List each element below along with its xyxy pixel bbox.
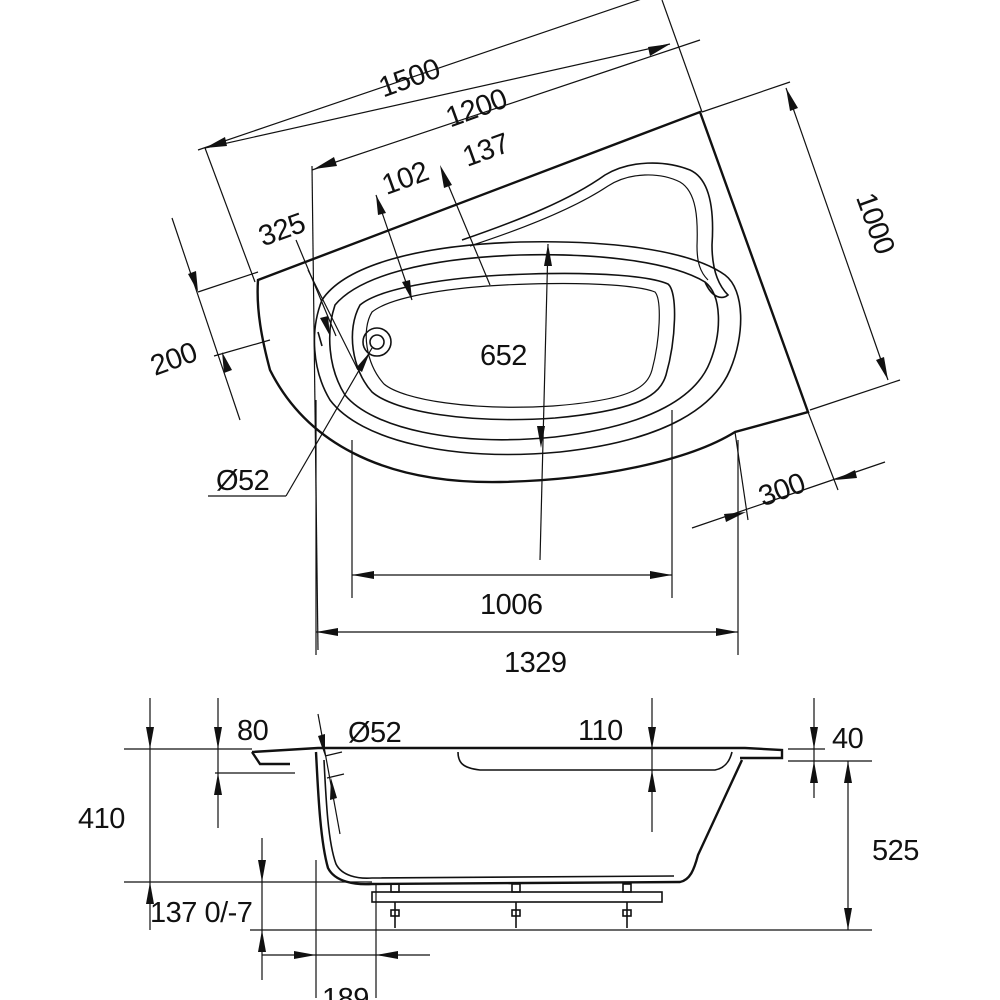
side-shell-inner [323,759,675,879]
dim-110: 110 [578,715,623,747]
dim-189: 189 [322,983,369,1000]
dim-652: 652 [480,340,527,372]
dim-1006: 1006 [480,589,543,621]
dim-200: 200 [146,336,201,382]
dim-300: 300 [754,467,809,513]
dim-410: 410 [78,803,125,835]
headrest-lobe [461,162,730,299]
drain-outer [362,327,392,357]
basin-floor-inner [365,282,660,408]
support-frame [371,891,663,903]
dim-80: 80 [237,715,268,747]
basin-inner-edge [328,253,720,441]
dim-525: 525 [872,835,919,867]
top-view: 1500 1200 137 102 325 200 1000 [146,0,901,679]
side-view: 410 80 Ø52 110 40 525 137 0/-7 [78,698,919,1000]
dim-137-tolerance: 137 0/-7 [150,897,252,929]
basin-outer-edge [313,240,742,456]
drain-inner [369,334,385,350]
side-headrest [457,751,733,771]
dim-325: 325 [254,207,309,253]
dim-drain-dia-side: Ø52 [348,717,401,749]
dim-137: 137 [459,127,514,173]
support-feet [390,883,632,928]
overflow-mark [317,331,323,347]
headrest-inner [469,174,709,281]
dim-1000: 1000 [849,189,900,259]
side-shell [314,751,744,886]
dim-102: 102 [378,156,433,202]
dim-drain-dia-top: Ø52 [216,465,269,497]
dim-1329: 1329 [504,647,567,679]
side-rim [251,746,784,766]
tub-rim-outline [256,110,810,484]
basin-floor [351,272,676,421]
dim-40: 40 [832,723,863,755]
dim-1200: 1200 [442,83,512,134]
